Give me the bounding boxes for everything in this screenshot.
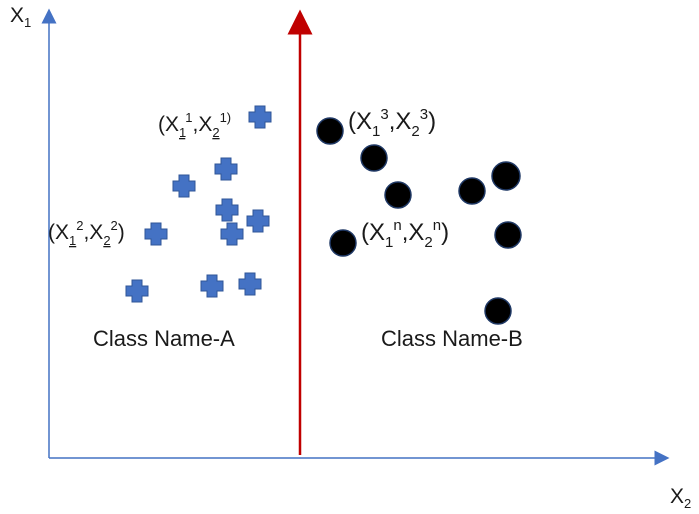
x-axis-label-main: X <box>670 485 684 508</box>
class-a-points <box>125 105 272 303</box>
y-axis-label-main: X <box>10 4 24 27</box>
class-b-label: Class Name-B <box>381 326 523 351</box>
x-axis-label: X2 <box>670 485 691 511</box>
annotation-point-3: (X13,X23) <box>348 106 436 140</box>
class-b-points <box>316 117 522 325</box>
class-a-label: Class Name-A <box>93 326 235 351</box>
class-b-point <box>491 161 521 191</box>
annotation-point-n: (X1n,X2n) <box>361 217 449 251</box>
class-b-point <box>316 117 344 145</box>
class-a-point <box>215 198 239 222</box>
class-a-point <box>125 279 149 303</box>
annotation-point-2: (X12,X22) <box>48 218 125 248</box>
class-a-point <box>246 209 270 233</box>
annotation-point-1: (X11,X21) <box>158 110 231 140</box>
class-b-point <box>484 297 512 325</box>
class-a-point <box>144 222 168 246</box>
class-b-point <box>494 221 522 249</box>
class-b-point <box>458 177 486 205</box>
class-a-point <box>238 272 262 296</box>
class-b-point <box>384 181 412 209</box>
y-axis-label-sub: 1 <box>24 15 31 30</box>
class-b-point <box>360 144 388 172</box>
x-axis-label-sub: 2 <box>684 496 691 511</box>
class-a-point <box>200 274 224 298</box>
class-a-point <box>172 174 196 198</box>
class-a-point <box>248 105 272 129</box>
y-axis-label: X1 <box>10 4 31 30</box>
class-b-point <box>329 229 357 257</box>
class-a-point <box>214 157 238 181</box>
class-a-point <box>220 222 244 246</box>
